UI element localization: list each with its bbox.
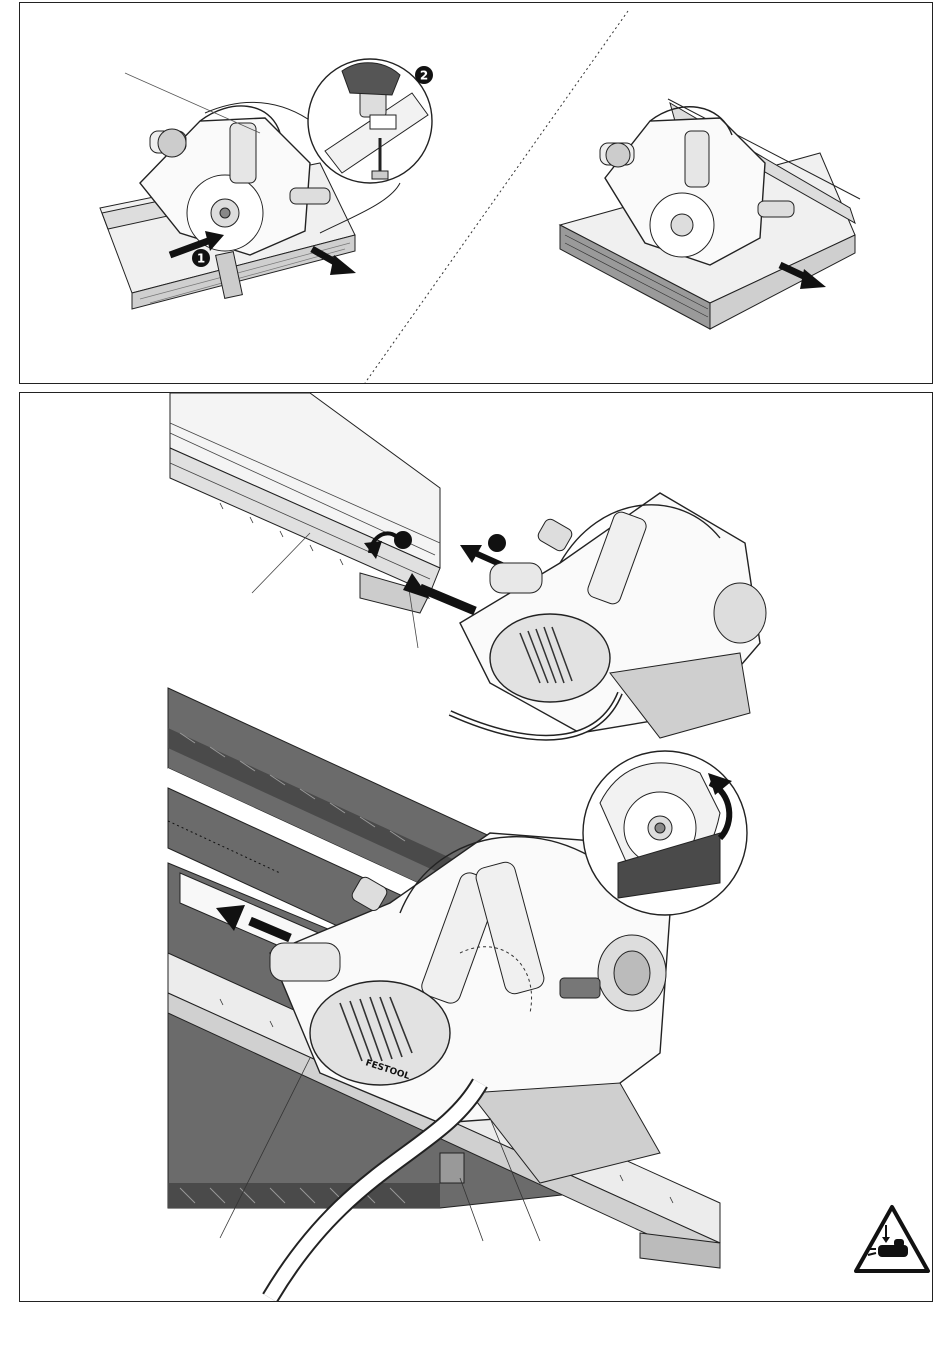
top-illustration-panel: 1 2 bbox=[19, 2, 933, 384]
hand-pinch-warning-icon bbox=[856, 1207, 928, 1271]
blade-detail-magnifier bbox=[583, 751, 747, 915]
step-1-label: 1 bbox=[197, 252, 205, 266]
rail-attach-scene bbox=[170, 393, 766, 738]
push-badge bbox=[488, 534, 506, 552]
panel-divider bbox=[365, 11, 628, 383]
step-2-label: 2 bbox=[420, 69, 428, 83]
left-saw-scene: 1 2 bbox=[100, 59, 433, 309]
bottom-illustration: FESTOOL bbox=[20, 393, 932, 1301]
right-saw-scene bbox=[560, 99, 860, 329]
top-illustration: 1 2 bbox=[20, 3, 932, 383]
cutting-scene: FESTOOL bbox=[168, 688, 747, 1298]
bottom-illustration-panel: FESTOOL bbox=[19, 392, 933, 1302]
plunge-saw bbox=[450, 493, 766, 738]
rail-rotate-badge bbox=[394, 531, 412, 549]
